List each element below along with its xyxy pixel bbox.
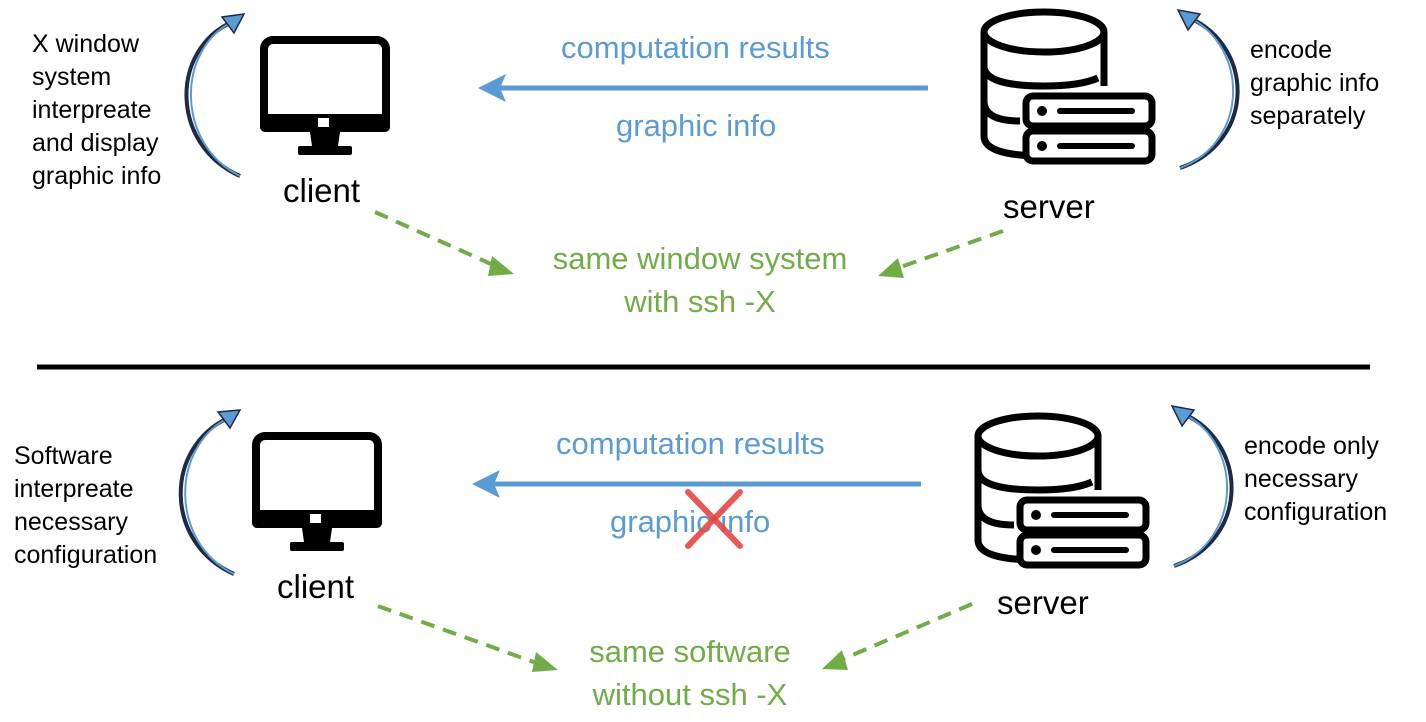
- bottom-server-cycle-arrow: [1170, 404, 1234, 568]
- top-client-cycle-arrow: [184, 13, 246, 178]
- top-server-label: server: [1003, 188, 1095, 225]
- top-server-icon: [984, 12, 1152, 161]
- bottom-client-dashed-arrow: [377, 604, 558, 672]
- top-results-arrow: [478, 74, 928, 102]
- top-server-cycle-arrow: [1176, 8, 1240, 170]
- bottom-shared-note: same software without ssh -X: [589, 634, 791, 712]
- bottom-server-icon: [978, 416, 1146, 565]
- top-client-monitor-icon: [260, 40, 390, 155]
- top-shared-note: same window system with ssh -X: [552, 241, 848, 319]
- top-arrow-label-results: computation results: [561, 30, 830, 65]
- top-client-label: client: [283, 172, 361, 209]
- bottom-arrow-label-results: computation results: [556, 426, 825, 461]
- bottom-client-monitor-icon: [252, 436, 382, 551]
- bottom-client-cycle-arrow: [178, 409, 242, 576]
- bottom-server-note: encode only necessary configuration: [1244, 432, 1388, 526]
- top-arrow-label-graphic: graphic info: [616, 108, 777, 143]
- top-client-note: X window system interpreate and display …: [32, 30, 162, 190]
- top-server-note: encode graphic info separately: [1250, 36, 1380, 130]
- top-server-dashed-arrow: [878, 229, 1004, 278]
- bottom-server-label: server: [997, 584, 1089, 621]
- bottom-client-note: Software interpreate necessary configura…: [14, 442, 158, 569]
- bottom-server-dashed-arrow: [822, 602, 973, 670]
- bottom-results-arrow: [472, 470, 921, 498]
- top-client-dashed-arrow: [374, 210, 514, 276]
- bottom-client-label: client: [277, 568, 355, 605]
- bottom-arrow-label-graphic: graphic info: [610, 504, 771, 539]
